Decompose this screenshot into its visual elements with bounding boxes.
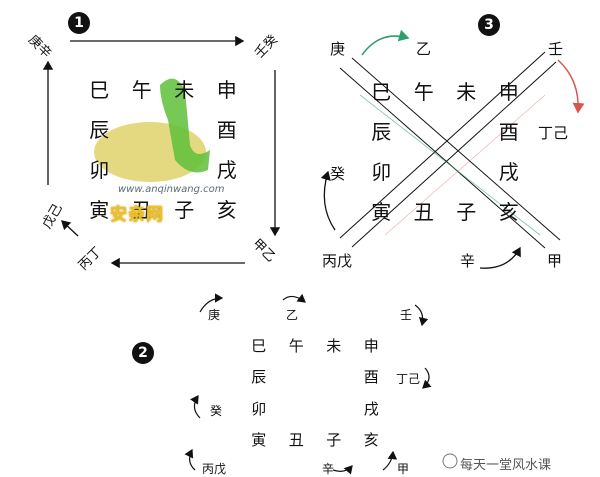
branch-yin: 寅 (89, 197, 110, 222)
badge-3: 3 (478, 14, 500, 36)
branch-zi: 子 (326, 430, 342, 449)
stem-xin: 辛 (460, 252, 476, 270)
branch-shen: 申 (498, 79, 519, 104)
watermark-figure (160, 78, 210, 173)
stem-dingji: 丁己 (396, 372, 421, 386)
branch-wei: 未 (326, 337, 342, 356)
branch-si: 巳 (371, 79, 392, 104)
branch-wu: 午 (288, 337, 304, 356)
source-icon (442, 453, 458, 469)
stem-yi: 乙 (286, 308, 299, 322)
branch-zi: 子 (456, 199, 477, 224)
branch-mao: 卯 (89, 157, 110, 182)
stem-gui: 癸 (330, 165, 346, 183)
stem-xin: 辛 (322, 462, 335, 476)
stem-bingwu: 丙戊 (322, 252, 353, 270)
branch-yin: 寅 (371, 199, 392, 224)
stem-bingwu: 丙戊 (202, 462, 227, 476)
branch-chou: 丑 (131, 197, 152, 222)
branch-wei: 未 (174, 77, 195, 102)
diagram2-branch-grid: 巳 午 未 申 辰 酉 卯 戌 寅 丑 子 亥 (240, 330, 390, 455)
stem-dingji: 丁己 (538, 124, 569, 142)
stem-ren: 壬 (400, 308, 413, 322)
watermark-url: www.anqinwang.com (118, 184, 225, 195)
branch-yin: 寅 (251, 430, 267, 449)
source-label: 每天一堂风水课 (460, 458, 552, 473)
branch-wu: 午 (131, 77, 152, 102)
stem-geng: 庚 (208, 308, 221, 322)
badge-2: 2 (132, 342, 154, 364)
stem-yi: 乙 (416, 40, 432, 58)
branch-zi: 子 (174, 197, 195, 222)
branch-xu: 戌 (216, 157, 237, 182)
branch-mao: 卯 (251, 399, 267, 418)
branch-hai: 亥 (363, 430, 379, 449)
branch-xu: 戌 (498, 159, 519, 184)
branch-you: 酉 (216, 117, 237, 142)
branch-hai: 亥 (498, 199, 519, 224)
stem-jia: 甲 (547, 252, 563, 270)
branch-chou: 丑 (413, 199, 434, 224)
branch-si: 巳 (251, 337, 267, 356)
branch-chou: 丑 (288, 430, 304, 449)
branch-you: 酉 (363, 368, 379, 387)
stem-ren: 壬 (548, 40, 564, 58)
diagram1-branch-grid: 巳 午 未 申 辰 酉 卯 戌 寅 丑 子 亥 (78, 68, 248, 228)
branch-you: 酉 (498, 119, 519, 144)
branch-shen: 申 (363, 337, 379, 356)
branch-si: 巳 (89, 77, 110, 102)
watermark-brand: 安亲网 (110, 205, 164, 225)
branch-wei: 未 (456, 79, 477, 104)
badge-1: 1 (68, 12, 90, 34)
branch-hai: 亥 (216, 197, 237, 222)
stem-gui: 癸 (210, 404, 223, 418)
branch-shen: 申 (216, 77, 237, 102)
stem-jia: 甲 (397, 462, 410, 476)
branch-mao: 卯 (371, 159, 392, 184)
diagram3-branch-grid: 巳 午 未 申 辰 酉 卯 戌 寅 丑 子 亥 (360, 70, 530, 230)
branch-wu: 午 (413, 79, 434, 104)
branch-chen: 辰 (89, 117, 110, 142)
branch-chen: 辰 (251, 368, 267, 387)
branch-xu: 戌 (363, 399, 379, 418)
stem-geng: 庚 (330, 40, 346, 58)
branch-chen: 辰 (371, 119, 392, 144)
